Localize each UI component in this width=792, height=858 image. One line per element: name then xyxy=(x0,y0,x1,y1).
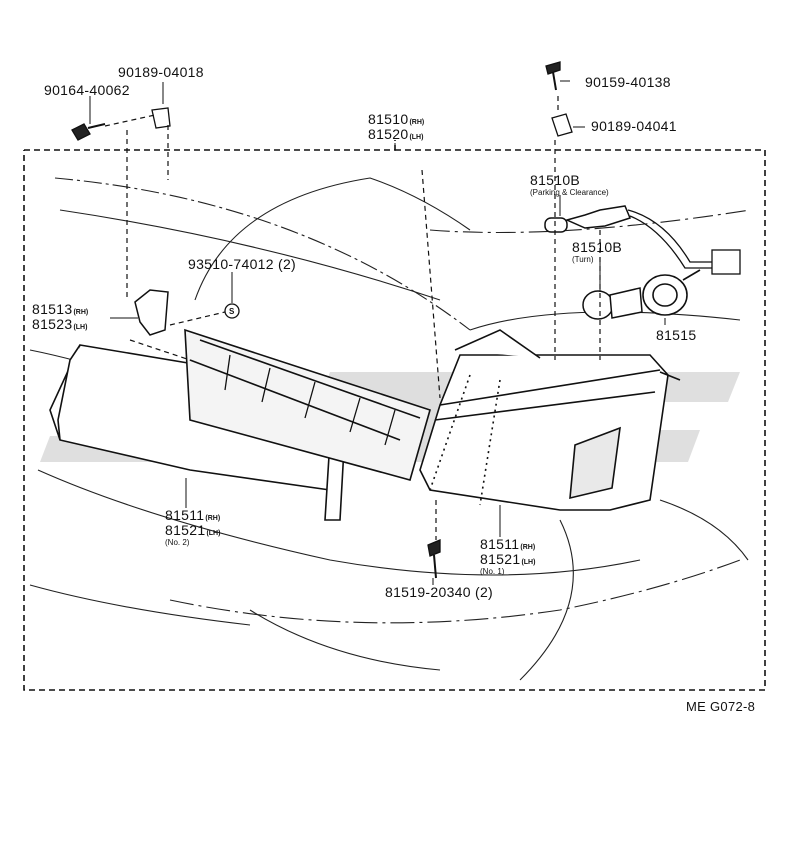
fasteners xyxy=(71,61,573,579)
label-90164-40062: 90164-40062 xyxy=(44,82,130,98)
bulb-turn xyxy=(582,287,643,320)
label-81510b-turn: 81510B xyxy=(572,239,623,255)
label-90189-04018: 90189-04018 xyxy=(118,64,204,80)
label-81520-lh: 81520(LH) xyxy=(368,126,424,142)
grille-no2 xyxy=(49,328,431,521)
label-81511-rh-b: 81511(RH) xyxy=(480,536,536,552)
bulb-parking xyxy=(544,205,632,233)
marker-s: S xyxy=(229,307,235,316)
label-81521-lh-b: 81521(LH) xyxy=(480,551,536,567)
leader-lines xyxy=(89,80,666,585)
label-81510b-turn-note: (Turn) xyxy=(572,255,594,264)
label-no1: (No. 1) xyxy=(480,567,505,576)
bracket-81513 xyxy=(134,289,169,336)
lamp-assembly-no1 xyxy=(419,329,681,511)
car-body-outline xyxy=(29,177,751,681)
label-81510b-parking-note: (Parking & Clearance) xyxy=(530,188,609,197)
label-93510-74012: 93510-74012 (2) xyxy=(188,256,297,272)
assembly-lines xyxy=(104,96,601,540)
socket-81515 xyxy=(642,269,701,316)
label-81523-lh: 81523(LH) xyxy=(32,316,88,332)
label-81513-rh: 81513(RH) xyxy=(32,301,89,317)
label-90189-04041: 90189-04041 xyxy=(591,118,677,134)
label-81510b-parking: 81510B xyxy=(530,172,581,188)
label-81521-lh-a: 81521(LH) xyxy=(165,522,221,538)
diagram-code: ME G072-8 xyxy=(686,699,756,714)
label-90159-40138: 90159-40138 xyxy=(585,74,671,90)
label-81519-20340: 81519-20340 (2) xyxy=(385,584,494,600)
label-81511-rh-a: 81511(RH) xyxy=(165,507,221,523)
label-81510-rh: 81510(RH) xyxy=(368,111,425,127)
label-no2: (No. 2) xyxy=(165,538,190,547)
label-81515: 81515 xyxy=(656,327,697,343)
wire-harness xyxy=(627,209,741,275)
